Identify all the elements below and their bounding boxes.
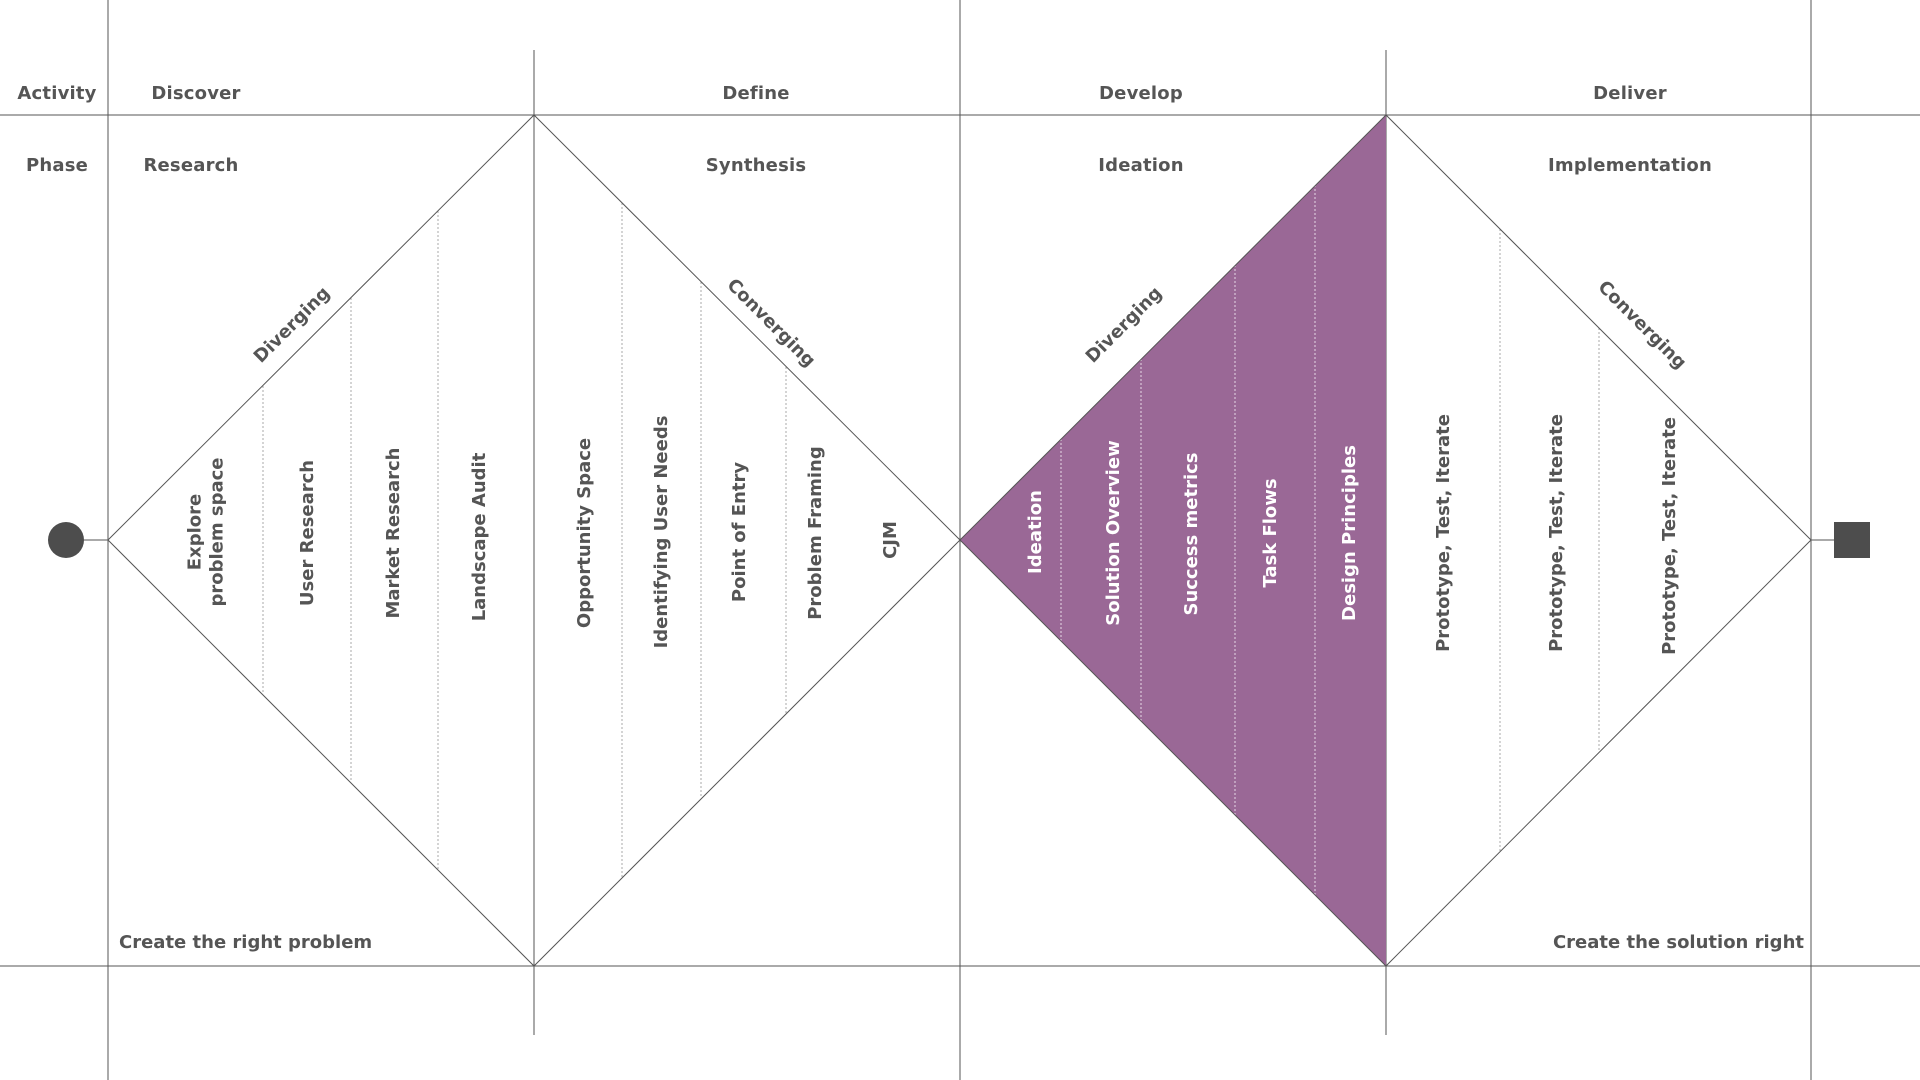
- develop-step: Success metrics: [1181, 452, 1203, 616]
- develop-step: Task Flows: [1260, 478, 1282, 588]
- discover-step: Market Research: [383, 447, 405, 619]
- discover-step: Explore problem space: [184, 457, 227, 607]
- define-step: Opportunity Space: [574, 437, 596, 629]
- discover-step: User Research: [297, 459, 319, 607]
- activity-row-label: Activity: [17, 83, 97, 104]
- end-square-icon: [1834, 522, 1870, 558]
- develop-step: Design Principles: [1339, 445, 1361, 621]
- discover-step: Landscape Audit: [469, 452, 491, 622]
- phase-implementation: Implementation: [1547, 155, 1713, 176]
- phase-synthesis: Synthesis: [705, 155, 807, 176]
- develop-step: Ideation: [1025, 490, 1047, 574]
- deliver-step: Prototype, Test, Iterate: [1433, 414, 1455, 652]
- footer-right-caption: Create the solution right: [1552, 932, 1804, 953]
- deliver-step: Prototype, Test, Iterate: [1546, 414, 1568, 652]
- deliver-step: Prototype, Test, Iterate: [1659, 417, 1681, 655]
- activity-develop: Develop: [1099, 83, 1183, 104]
- develop-step: Solution Overview: [1103, 440, 1125, 626]
- phase-research: Research: [143, 155, 239, 176]
- activity-define: Define: [722, 83, 790, 104]
- define-step: Point of Entry: [729, 461, 751, 603]
- footer-left-caption: Create the right problem: [119, 932, 373, 953]
- define-step: Identifying User Needs: [651, 415, 673, 649]
- define-step: Problem Framing: [805, 446, 827, 620]
- activity-discover: Discover: [151, 83, 241, 104]
- phase-ideation: Ideation: [1098, 155, 1184, 176]
- phase-row-label: Phase: [25, 155, 89, 176]
- start-circle-icon: [48, 522, 84, 558]
- define-step: CJM: [880, 521, 902, 559]
- develop-highlight: [960, 115, 1386, 966]
- activity-deliver: Deliver: [1593, 83, 1667, 104]
